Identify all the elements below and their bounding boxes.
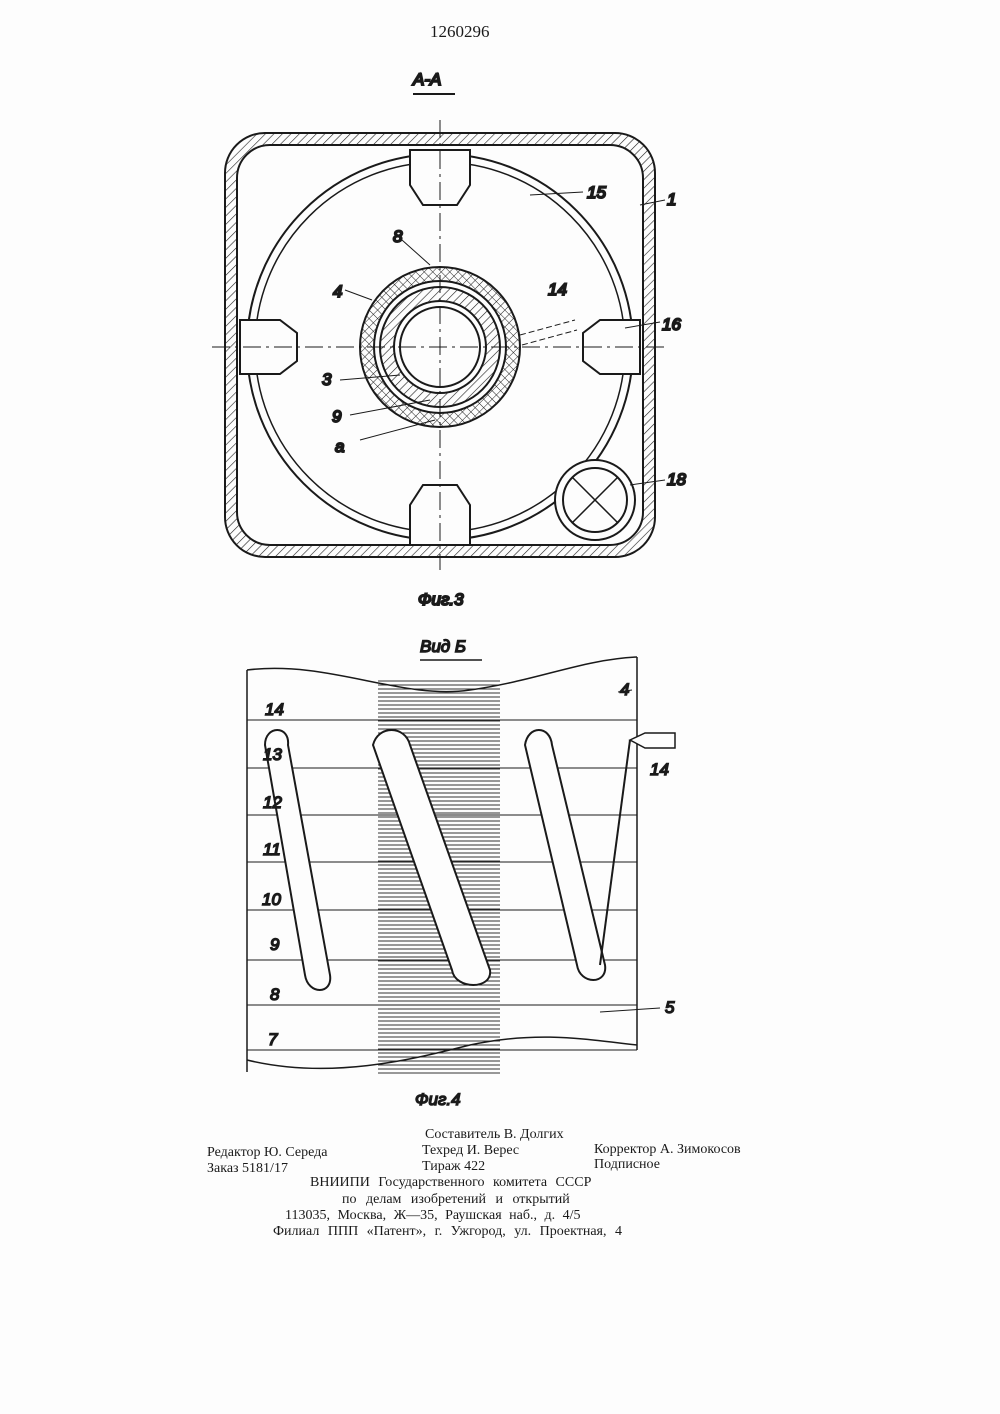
editor: Редактор Ю. Середа xyxy=(207,1145,328,1160)
row-label: 9 xyxy=(270,935,280,954)
order: Заказ 5181/17 xyxy=(207,1161,288,1176)
label-18: 18 xyxy=(667,470,686,489)
row-label: 11 xyxy=(263,840,281,859)
compiler: Составитель В. Долгих xyxy=(425,1127,564,1142)
section-label: А-А xyxy=(412,70,441,89)
row-label: 13 xyxy=(263,745,282,764)
row-label: 14 xyxy=(265,700,284,719)
row-labels: 14 13 12 11 10 9 8 7 xyxy=(261,699,284,1050)
view-label: Вид Б xyxy=(420,637,466,656)
label-8: 8 xyxy=(393,227,403,246)
label-4: 4 xyxy=(333,282,342,301)
subscription: Подписное xyxy=(594,1157,660,1172)
label-1: 1 xyxy=(667,190,676,209)
label-4: 4 xyxy=(620,680,629,699)
figure-4: Вид Б 4 14 5 14 13 12 11 10 9 8 7 Фиг.4 xyxy=(246,636,676,1110)
row-label: 10 xyxy=(262,890,281,909)
figure-3: А-А 15 1 8 4 14 16 3 9 a 18 Фиг.3 xyxy=(212,69,687,610)
branch: Филиал ППП «Патент», г. Ужгород, ул. Про… xyxy=(273,1224,622,1239)
label-16: 16 xyxy=(662,315,681,334)
organization: ВНИИПИ Государственного комитета СССР xyxy=(310,1175,592,1190)
label-9: 9 xyxy=(332,407,342,426)
label-14-tag: 14 xyxy=(650,760,669,779)
label-15: 15 xyxy=(587,183,606,202)
figure-3-caption: Фиг.3 xyxy=(418,590,464,609)
corrector: Корректор А. Зимокосов xyxy=(594,1142,741,1157)
circulation: Тираж 422 xyxy=(422,1159,486,1174)
label-14: 14 xyxy=(548,280,567,299)
address: 113035, Москва, Ж—35, Раушская наб., д. … xyxy=(285,1208,581,1223)
label-a: a xyxy=(335,437,344,456)
organization-dept: по делам изобретений и открытий xyxy=(342,1192,570,1207)
techred: Техред И. Верес xyxy=(422,1143,520,1158)
row-label: 7 xyxy=(268,1030,278,1049)
row-label: 12 xyxy=(263,793,282,812)
label-3: 3 xyxy=(322,370,332,389)
label-5: 5 xyxy=(665,998,675,1017)
patent-number: 1260296 xyxy=(430,22,490,41)
row-label: 8 xyxy=(270,985,280,1004)
figure-4-caption: Фиг.4 xyxy=(415,1090,461,1109)
